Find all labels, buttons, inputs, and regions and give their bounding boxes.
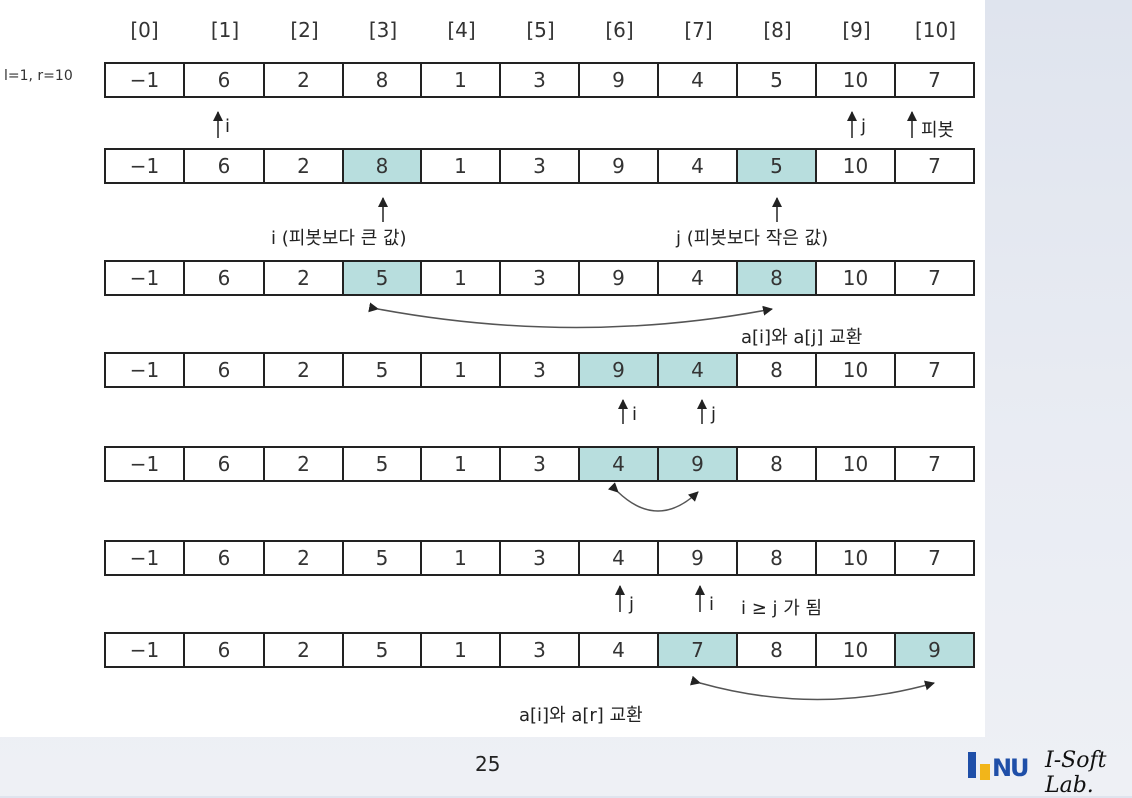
- index-label: [6]: [605, 18, 634, 42]
- array-cell: 3: [499, 540, 580, 576]
- index-label: [1]: [210, 18, 240, 42]
- index-label: [3]: [368, 18, 398, 42]
- array-cell: 10: [815, 62, 896, 98]
- array-cell: 5: [342, 632, 422, 668]
- index-label: [4]: [447, 18, 476, 42]
- array-cell: 3: [499, 148, 580, 184]
- array-cell: 4: [578, 632, 659, 668]
- array-cell: 3: [499, 260, 580, 296]
- array-cell: −1: [104, 148, 185, 184]
- array-cell: 3: [499, 352, 580, 388]
- array-cell: 7: [894, 260, 975, 296]
- label-j-r3: j: [711, 404, 717, 425]
- array-cell: 5: [342, 352, 422, 388]
- lab-name: I-Soft Lab.: [1045, 748, 1107, 798]
- array-cell: 6: [183, 148, 265, 184]
- label-j: j: [861, 116, 867, 137]
- label-i-larger: i (피봇보다 큰 값): [271, 228, 407, 249]
- array-cell: 4: [657, 352, 738, 388]
- label-swap-i-j: a[i]와 a[j] 교환: [741, 327, 863, 348]
- array-cell: 5: [342, 446, 422, 482]
- array-cell: 4: [657, 62, 738, 98]
- array-cell: 9: [657, 446, 738, 482]
- array-cell: −1: [104, 352, 185, 388]
- array-cell: 8: [736, 540, 817, 576]
- index-label: [5]: [526, 18, 555, 42]
- array-cell: 8: [342, 62, 422, 98]
- array-cell: 5: [342, 260, 422, 296]
- array-cell: 7: [894, 446, 975, 482]
- array-cell: 9: [894, 632, 975, 668]
- array-cell: 1: [420, 352, 501, 388]
- swap-arc-r4: [608, 482, 699, 512]
- index-label: [7]: [684, 18, 713, 42]
- array-cell: −1: [104, 260, 185, 296]
- index-label: [2]: [290, 18, 319, 42]
- array-cell: 10: [815, 352, 896, 388]
- array-cell: 1: [420, 148, 501, 184]
- array-cell: 1: [420, 62, 501, 98]
- label-j-r5: j: [629, 594, 635, 615]
- array-cell: 3: [499, 446, 580, 482]
- inu-logo: N U: [968, 752, 1030, 782]
- index-label: [8]: [763, 18, 792, 42]
- array-cell: 5: [736, 148, 817, 184]
- index-label: [0]: [130, 18, 159, 42]
- label-pivot: 피봇: [921, 120, 955, 141]
- array-cell: 7: [894, 62, 975, 98]
- array-cell: 6: [183, 260, 265, 296]
- array-cell: 2: [263, 446, 344, 482]
- array-cell: 9: [578, 62, 659, 98]
- label-j-smaller: j (피봇보다 작은 값): [676, 228, 829, 249]
- label-swap-i-r: a[i]와 a[r] 교환: [519, 705, 643, 726]
- bounds-label: l=1, r=10: [4, 68, 73, 84]
- array-cell: 8: [736, 260, 817, 296]
- array-cell: 1: [420, 540, 501, 576]
- label-i: i: [225, 116, 231, 137]
- array-cell: 1: [420, 446, 501, 482]
- label-i-r5: i: [709, 594, 715, 615]
- array-cell: 1: [420, 260, 501, 296]
- array-cell: 10: [815, 632, 896, 668]
- array-cell: 10: [815, 540, 896, 576]
- array-cell: 9: [578, 260, 659, 296]
- array-cell: 6: [183, 62, 265, 98]
- array-cell: 3: [499, 632, 580, 668]
- index-label: [9]: [842, 18, 871, 42]
- swap-arc-i-r: [689, 675, 935, 701]
- array-cell: 8: [736, 632, 817, 668]
- array-cell: 2: [263, 62, 344, 98]
- array-cell: 7: [894, 540, 975, 576]
- svg-text:U: U: [1010, 754, 1030, 782]
- array-cell: 4: [578, 540, 659, 576]
- array-cell: 6: [183, 446, 265, 482]
- array-cell: 2: [263, 260, 344, 296]
- array-cell: −1: [104, 62, 185, 98]
- array-cell: 8: [736, 352, 817, 388]
- label-i-r3: i: [632, 404, 638, 425]
- swap-arc-i-j: [368, 302, 773, 329]
- array-cell: 1: [420, 632, 501, 668]
- page-number: 25: [475, 752, 501, 776]
- svg-text:N: N: [992, 754, 1012, 782]
- label-condition: i ≥ j 가 됨: [741, 598, 823, 619]
- array-cell: −1: [104, 446, 185, 482]
- array-cell: 9: [578, 352, 659, 388]
- array-cell: −1: [104, 540, 185, 576]
- array-cell: 2: [263, 540, 344, 576]
- index-label: [10]: [914, 18, 957, 42]
- array-cell: 6: [183, 352, 265, 388]
- array-cell: 10: [815, 148, 896, 184]
- array-cell: 4: [657, 260, 738, 296]
- array-cell: 10: [815, 260, 896, 296]
- array-cell: 9: [657, 540, 738, 576]
- array-cell: 10: [815, 446, 896, 482]
- array-cell: 7: [894, 148, 975, 184]
- array-cell: 7: [894, 352, 975, 388]
